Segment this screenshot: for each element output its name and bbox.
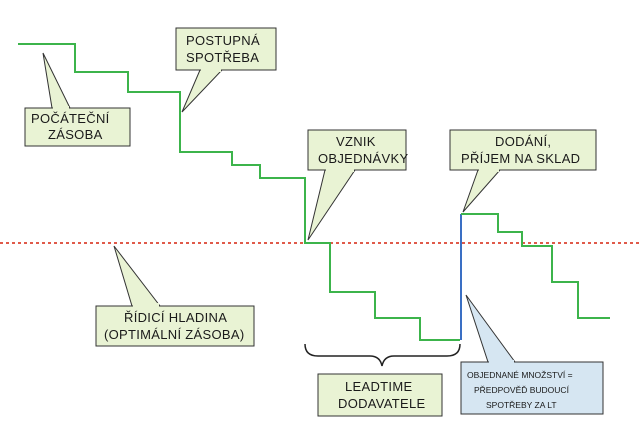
callout-initial-stock-line2: ZÁSOBA	[48, 127, 103, 142]
callout-control-level-line1: ŘÍDICÍ HLADINA	[124, 310, 227, 325]
callout-initial-stock: POČÁTEČNÍ ZÁSOBA	[24, 52, 131, 147]
callout-gradual-consumption: POSTUPNÁ SPOTŘEBA	[175, 27, 277, 113]
callout-gradual-consumption-line2: SPOTŘEBA	[186, 50, 259, 65]
callout-control-level-line2: (OPTIMÁLNÍ ZÁSOBA)	[104, 327, 244, 342]
stock-after-delivery-line	[461, 213, 610, 319]
callout-order-trigger-line1: VZNIK	[336, 134, 376, 149]
callout-control-level: ŘÍDICÍ HLADINA (OPTIMÁLNÍ ZÁSOBA)	[95, 245, 255, 347]
ordered-quantity-line2: PŘEDPOVĚĎ BUDOUCÍ	[474, 385, 570, 395]
leadtime-brace	[304, 343, 461, 367]
ordered-quantity-line3: SPOTŘEBY ZA LT	[486, 400, 557, 410]
stock-level-line	[18, 43, 460, 341]
callout-delivery-line1: DODÁNÍ,	[495, 134, 551, 149]
callout-initial-stock-line1: POČÁTEČNÍ	[31, 111, 110, 126]
leadtime-line2: DODAVATELE	[338, 396, 426, 411]
leadtime-line1: LEADTIME	[345, 379, 412, 394]
ordered-quantity-line1: OBJEDNANÉ MNOŽSTVÍ =	[467, 370, 573, 380]
leadtime-label-box: LEADTIME DODAVATELE	[317, 373, 443, 417]
callout-order-trigger: VZNIK OBJEDNÁVKY	[307, 129, 408, 241]
callout-gradual-consumption-line1: POSTUPNÁ	[186, 33, 260, 48]
callout-delivery-line2: PŘÍJEM NA SKLAD	[461, 151, 580, 166]
callout-ordered-quantity: OBJEDNANÉ MNOŽSTVÍ = PŘEDPOVĚĎ BUDOUCÍ S…	[460, 294, 604, 415]
callout-delivery: DODÁNÍ, PŘÍJEM NA SKLAD	[449, 129, 597, 213]
callout-order-trigger-line2: OBJEDNÁVKY	[318, 151, 408, 166]
